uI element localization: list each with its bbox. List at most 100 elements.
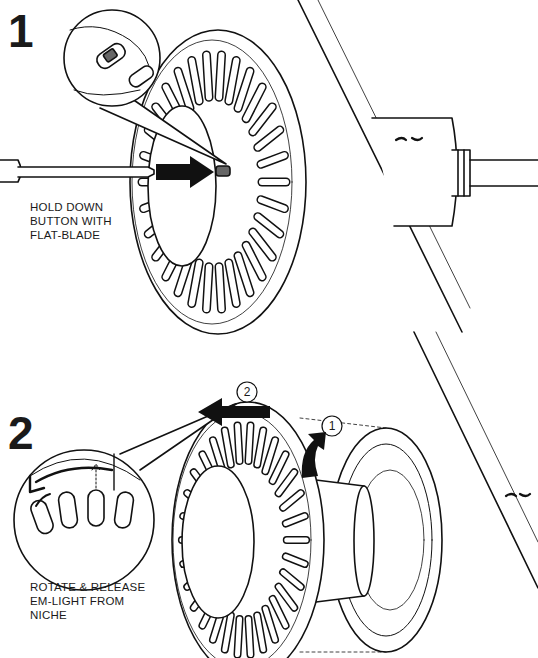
vent-slot [261, 200, 284, 209]
vent-slot [248, 425, 250, 461]
vent-slot [246, 245, 262, 277]
vent-slot [279, 472, 295, 493]
step-number: 1 [8, 8, 34, 54]
wall-marking [506, 494, 530, 496]
callout-number: 2 [239, 384, 255, 400]
vent-slot [253, 232, 272, 257]
vent-slot [238, 619, 240, 655]
vent-slot [258, 217, 280, 234]
vent-slot-opening [262, 179, 286, 185]
vent-slot [192, 263, 199, 304]
callout-circle [237, 382, 257, 402]
vent-slot-opening [273, 599, 286, 626]
vent-slot-opening [238, 425, 240, 461]
vent-slot [273, 454, 286, 481]
vent-slot [279, 587, 295, 608]
vent-slot [262, 178, 286, 187]
vent-slot [229, 263, 236, 304]
vent-slot-opening [258, 217, 280, 234]
vent-slot-opening [253, 107, 272, 132]
vent-slot [219, 55, 222, 97]
zoom-slot [94, 41, 128, 71]
rotate-arc [36, 468, 112, 482]
vent-slot-opening [192, 60, 199, 101]
zoom-callout [14, 450, 154, 590]
vent-slot [219, 267, 222, 309]
vent-slot [225, 615, 231, 649]
vent-slot [248, 619, 250, 655]
zoom-button [103, 48, 118, 62]
vent-slot [261, 155, 284, 164]
push-arrow [156, 156, 214, 188]
vent-slot [253, 107, 272, 132]
vent-slot-opening [238, 619, 240, 655]
step-number: 2 [8, 410, 34, 456]
vent-slot-opening [283, 493, 301, 508]
pool-wall-edge [436, 332, 538, 542]
vent-slot-opening [258, 130, 280, 147]
vent-slot-opening [238, 71, 250, 108]
vent-slot-opening [253, 232, 272, 257]
vent-slot-opening [257, 430, 263, 464]
vent-slot-opening [287, 538, 306, 543]
vent-slot [238, 425, 240, 461]
zoom-slot [58, 491, 79, 529]
zoom-callout [64, 10, 160, 106]
vent-slot-opening [219, 55, 222, 97]
vent-slot-opening [229, 263, 236, 304]
zoom-slot [114, 491, 135, 529]
lamp-slots [182, 425, 306, 654]
vent-slot [238, 71, 250, 108]
vent-slot [287, 536, 306, 544]
slot-arrow [36, 494, 50, 506]
release-button [216, 166, 230, 176]
screwdriver-handle [0, 160, 21, 182]
conduit [470, 160, 538, 186]
vent-slot [206, 267, 209, 309]
vent-slot-opening [229, 60, 236, 101]
vent-slot-opening [246, 245, 262, 277]
niche-housing [372, 118, 457, 226]
pool-wall-edge [318, 0, 470, 308]
lamp-rim-inner [173, 412, 311, 658]
vent-slot-opening [261, 200, 284, 209]
vent-slot [206, 55, 209, 97]
vent-slot-opening [286, 516, 305, 523]
vent-slot-opening [238, 256, 250, 293]
guide-line [300, 418, 386, 428]
niche-ring-inner [340, 444, 432, 636]
vent-slot-opening [283, 572, 301, 587]
vent-slot [192, 60, 199, 101]
vent-slot-opening [248, 619, 250, 655]
instruction-note: ROTATE & RELEASE EM-LIGHT FROM NICHE [30, 580, 158, 622]
vent-slot [286, 516, 305, 523]
lamp-rim [172, 402, 324, 658]
callout-number: 1 [324, 418, 340, 434]
guide-line [300, 652, 386, 653]
vent-slot-opening [219, 267, 222, 309]
vent-slot [246, 87, 262, 119]
vent-slot-opening [286, 556, 305, 563]
vent-slot [257, 430, 263, 464]
rotate-arrow [302, 432, 326, 478]
vent-slot [265, 440, 275, 471]
vent-slot-opening [248, 425, 250, 461]
vent-slot [258, 130, 280, 147]
vent-slot-opening [225, 430, 231, 464]
vent-slot-opening [265, 609, 275, 640]
zoom-slot [127, 64, 156, 90]
vent-slot-opening [279, 587, 295, 608]
housing-fitting [452, 150, 470, 196]
vent-slot-opening [178, 71, 190, 108]
vent-slot-opening [206, 267, 209, 309]
zoom-slot [29, 498, 56, 535]
vent-slot-opening [246, 87, 262, 119]
fitting-ring [457, 150, 459, 196]
vent-slot-opening [257, 615, 263, 649]
vent-slot [257, 615, 263, 649]
vent-slot [265, 609, 275, 640]
vent-slot-opening [206, 55, 209, 97]
vent-slot [283, 493, 301, 508]
vent-slot-opening [265, 440, 275, 471]
